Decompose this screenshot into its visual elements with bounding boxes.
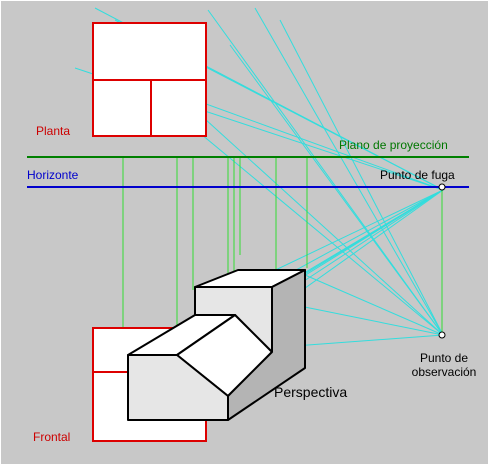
perspective-label: Perspectiva [274,384,348,400]
front-label: Frontal [33,430,71,444]
projection-plane-label: Plano de proyección [339,138,448,152]
vanishing-point-marker [438,183,446,191]
horizon-label: Horizonte [27,168,79,182]
observation-point-marker [438,331,446,339]
plan-label: Planta [36,124,71,138]
vanishing-point-label: Punto de fuga [380,168,455,182]
perspective-object [127,269,306,421]
plan-view [92,22,207,137]
observation-label-line-2: observación [411,365,477,379]
observation-point-label: Punto de observación [402,351,486,379]
front-face [127,354,229,421]
observation-label-line-1: Punto de [419,351,469,365]
